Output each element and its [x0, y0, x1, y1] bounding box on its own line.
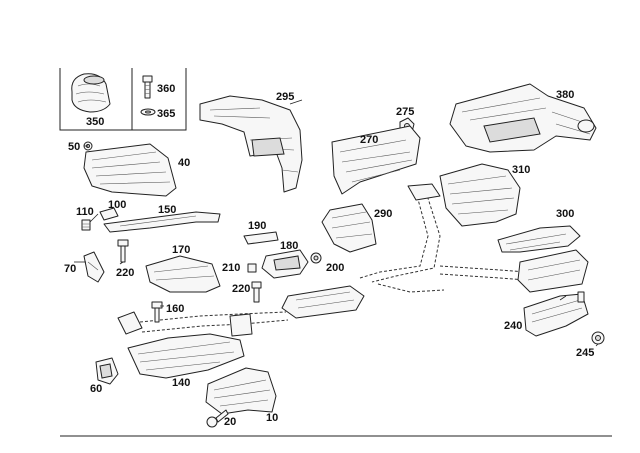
callout-70[interactable]: 70 — [64, 263, 76, 275]
exhaust-pipe-assembly — [117, 183, 589, 337]
part-190-bracket[interactable] — [243, 231, 279, 245]
inset-box — [59, 68, 187, 131]
callout-50[interactable]: 50 — [68, 141, 80, 153]
part-100-bracket[interactable] — [99, 207, 119, 221]
callout-labels: 350 360 365 295 275 380 270 50 40 310 11… — [64, 83, 594, 428]
part-140-heat-shield[interactable] — [127, 333, 245, 379]
callout-240[interactable]: 240 — [504, 320, 522, 332]
callout-270[interactable]: 270 — [360, 134, 378, 146]
part-310-heat-shield[interactable] — [439, 163, 521, 227]
callout-245[interactable]: 245 — [576, 347, 594, 359]
callout-290[interactable]: 290 — [374, 208, 392, 220]
callout-190[interactable]: 190 — [248, 220, 266, 232]
part-180-bracket[interactable] — [261, 249, 309, 279]
part-220-bolt-middle[interactable] — [251, 281, 262, 303]
callout-20[interactable]: 20 — [224, 416, 236, 428]
callout-275[interactable]: 275 — [396, 106, 414, 118]
callout-110[interactable]: 110 — [76, 206, 94, 218]
callout-40[interactable]: 40 — [178, 157, 190, 169]
callout-170[interactable]: 170 — [172, 244, 190, 256]
part-40-heat-shield[interactable] — [83, 143, 177, 197]
callout-160[interactable]: 160 — [166, 303, 184, 315]
callout-100[interactable]: 100 — [108, 199, 126, 211]
callout-140[interactable]: 140 — [172, 377, 190, 389]
callout-60[interactable]: 60 — [90, 383, 102, 395]
part-20-bolt[interactable] — [206, 409, 229, 428]
part-350-rubber-mount[interactable] — [71, 73, 111, 113]
callout-210[interactable]: 210 — [222, 262, 240, 274]
part-360-bolt[interactable] — [142, 75, 153, 99]
callout-150[interactable]: 150 — [158, 204, 176, 216]
callout-310[interactable]: 310 — [512, 164, 530, 176]
part-200-nut[interactable] — [310, 252, 322, 264]
part-380-rear-muffler[interactable] — [449, 83, 597, 153]
callout-220-left[interactable]: 220 — [116, 267, 134, 279]
callout-295[interactable]: 295 — [276, 91, 294, 103]
part-170-heat-shield[interactable] — [145, 255, 221, 293]
leader-lines — [74, 99, 599, 347]
part-240-heat-shield[interactable] — [523, 291, 589, 337]
part-300-heat-shield[interactable] — [497, 225, 581, 253]
part-295-heat-shield[interactable] — [199, 95, 303, 193]
part-290-heat-shield[interactable] — [321, 203, 377, 253]
callout-10[interactable]: 10 — [266, 412, 278, 424]
part-270-heat-shield[interactable] — [331, 125, 421, 195]
callout-350[interactable]: 350 — [86, 116, 104, 128]
part-10-heat-shield[interactable] — [205, 367, 277, 415]
callout-365[interactable]: 365 — [157, 108, 175, 120]
part-210-clip[interactable] — [247, 263, 257, 273]
callout-180[interactable]: 180 — [280, 240, 298, 252]
callout-360[interactable]: 360 — [157, 83, 175, 95]
part-150-hanger[interactable] — [103, 211, 221, 233]
callout-220-middle[interactable]: 220 — [232, 283, 250, 295]
callout-300[interactable]: 300 — [556, 208, 574, 220]
part-110-clamp[interactable] — [81, 219, 91, 231]
part-365-washer[interactable] — [140, 108, 156, 116]
part-60-bracket[interactable] — [95, 357, 119, 385]
part-220-bolt-left[interactable] — [117, 239, 129, 263]
callout-380[interactable]: 380 — [556, 89, 574, 101]
part-160-bolt[interactable] — [151, 301, 163, 323]
part-245-nut[interactable] — [591, 331, 605, 345]
callout-200[interactable]: 200 — [326, 262, 344, 274]
part-70-hanger[interactable] — [83, 251, 105, 283]
